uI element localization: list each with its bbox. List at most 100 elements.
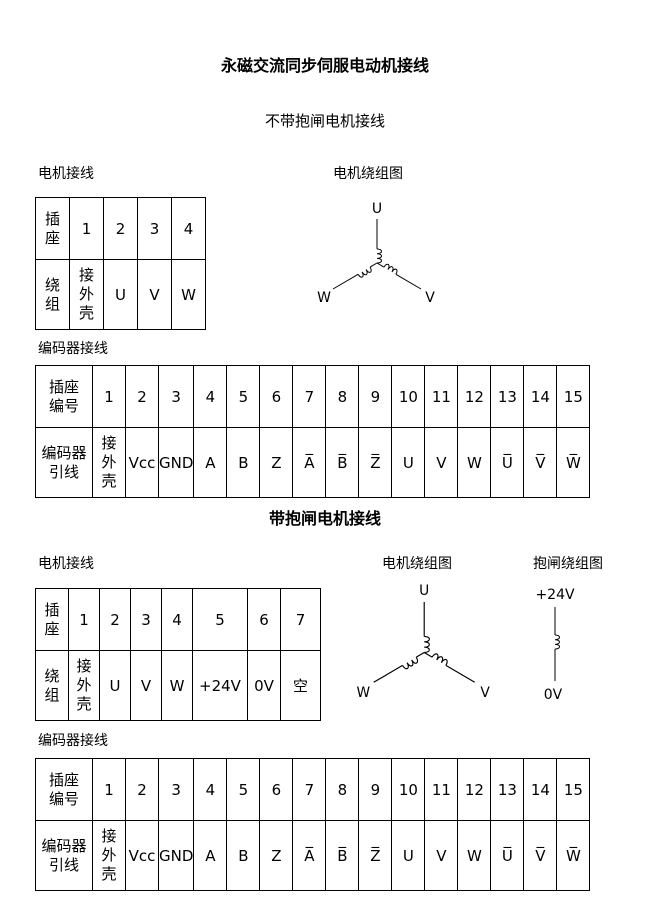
- encoder-pin-cell: 7: [292, 365, 327, 428]
- encoder-lead-cell: W̅: [556, 820, 591, 891]
- encoder-lead-cell: U: [391, 427, 426, 498]
- encoder-lead-cell: Z̅: [358, 820, 393, 891]
- encoder-lead-cell: W: [457, 820, 492, 891]
- encoder-wiring-table-2: 插座编号 1 2 3 4 5 6 7 8 9 10 11 12 13 14 15…: [35, 758, 591, 891]
- encoder-lead-cell: W: [457, 427, 492, 498]
- encoder-lead-row-header: 编码器引线: [35, 427, 93, 498]
- encoder-lead-cell: Vcc: [125, 427, 159, 498]
- encoder-lead-cell: GND: [157, 820, 195, 891]
- motor-wiring-label-1: 电机接线: [38, 166, 94, 182]
- winding-cell: 接外壳: [69, 259, 104, 330]
- encoder-pin-cell: 1: [92, 365, 126, 428]
- encoder-pin-cell: 2: [125, 758, 159, 821]
- encoder-pin-cell: 9: [358, 758, 393, 821]
- encoder-lead-cell: U̅: [490, 820, 525, 891]
- encoder-pin-cell: 8: [325, 758, 360, 821]
- encoder-pin-cell: 6: [259, 365, 294, 428]
- encoder-pin-cell: 14: [523, 758, 558, 821]
- section-no-brake-heading: 不带抱闸电机接线: [264, 112, 385, 130]
- encoder-lead-cell: V̅: [523, 427, 558, 498]
- motor-winding-diagram-2: U W V: [357, 583, 491, 701]
- encoder-pin-cell: 10: [391, 758, 426, 821]
- encoder-lead-cell: B: [226, 427, 261, 498]
- encoder-pin-cell: 8: [325, 365, 360, 428]
- encoder-pin-cell: 5: [226, 758, 261, 821]
- encoder-lead-cell: B: [226, 820, 261, 891]
- encoder-pin-cell: 15: [556, 365, 591, 428]
- encoder-pin-cell: 5: [226, 365, 261, 428]
- encoder-lead-cell: A̅: [292, 427, 327, 498]
- phase-w-label: W: [317, 290, 331, 306]
- encoder-lead-cell: A̅: [292, 820, 327, 891]
- encoder-lead-cell: Vcc: [125, 820, 159, 891]
- encoder-lead-cell: A: [193, 427, 228, 498]
- winding-diagram-lines: [332, 219, 422, 290]
- winding-cell: V: [137, 259, 172, 330]
- encoder-pin-cell: 12: [457, 758, 492, 821]
- encoder-wiring-table-1: 插座编号 1 2 3 4 5 6 7 8 9 10 11 12 13 14 15…: [35, 365, 591, 498]
- socket-number-cell: 2: [99, 588, 131, 651]
- encoder-lead-cell: U: [391, 820, 426, 891]
- encoder-pin-cell: 6: [259, 758, 294, 821]
- brake-diagram-lines: [554, 607, 560, 681]
- encoder-pin-cell: 13: [490, 758, 525, 821]
- encoder-pin-cell: 14: [523, 365, 558, 428]
- encoder-wiring-label-2: 编码器接线: [38, 733, 108, 749]
- encoder-pin-cell: 3: [157, 365, 195, 428]
- encoder-lead-cell: 接外壳: [92, 427, 126, 498]
- winding-cell: V: [130, 650, 162, 721]
- page-title: 永磁交流同步伺服电动机接线: [220, 56, 429, 75]
- encoder-lead-cell: Z̅: [358, 427, 393, 498]
- phase-v-label: V: [480, 685, 490, 701]
- winding-diagram-lines: [373, 601, 475, 683]
- encoder-lead-cell: Z: [259, 820, 294, 891]
- encoder-lead-cell: B̅: [325, 820, 360, 891]
- phase-u-label: U: [419, 583, 429, 599]
- socket-number-cell: 2: [103, 197, 138, 260]
- brake-winding-diagram: +24V 0V: [535, 587, 575, 703]
- brake-0v-label: 0V: [544, 687, 563, 703]
- winding-cell: 接外壳: [68, 650, 100, 721]
- winding-diagram-label-2: 电机绕组图: [382, 556, 452, 572]
- encoder-lead-cell: A: [193, 820, 228, 891]
- winding-cell: U: [103, 259, 138, 330]
- encoder-pin-cell: 1: [92, 758, 126, 821]
- encoder-pin-cell: 11: [424, 365, 459, 428]
- encoder-pin-cell: 4: [193, 365, 228, 428]
- encoder-lead-row-header: 编码器引线: [35, 820, 93, 891]
- socket-number-cell: 4: [171, 197, 206, 260]
- socket-number-cell: 6: [247, 588, 281, 651]
- encoder-pin-cell: 12: [457, 365, 492, 428]
- brake-diagram-label: 抱闸绕组图: [533, 556, 603, 572]
- encoder-wiring-label-1: 编码器接线: [38, 341, 108, 357]
- socket-number-cell: 4: [161, 588, 193, 651]
- encoder-pin-cell: 7: [292, 758, 327, 821]
- phase-u-label: U: [372, 201, 382, 217]
- encoder-pin-cell: 15: [556, 758, 591, 821]
- socket-number-cell: 3: [130, 588, 162, 651]
- winding-cell: W: [161, 650, 193, 721]
- encoder-lead-cell: GND: [157, 427, 195, 498]
- winding-cell: W: [171, 259, 206, 330]
- phase-w-label: W: [357, 685, 371, 701]
- encoder-socket-row-header: 插座编号: [35, 365, 93, 428]
- motor-wiring-label-2: 电机接线: [38, 556, 94, 572]
- encoder-pin-cell: 11: [424, 758, 459, 821]
- winding-row-header: 绕组: [35, 650, 69, 721]
- winding-row-header: 绕组: [35, 259, 70, 330]
- encoder-lead-cell: Z: [259, 427, 294, 498]
- encoder-pin-cell: 4: [193, 758, 228, 821]
- encoder-pin-cell: 3: [157, 758, 195, 821]
- brake-plus24v-label: +24V: [535, 587, 575, 603]
- motor-wiring-table-1: 插座 1 2 3 4 绕组 接外壳 U V W: [35, 197, 206, 330]
- motor-winding-diagram-1: U W V: [317, 201, 435, 306]
- encoder-pin-cell: 2: [125, 365, 159, 428]
- socket-number-cell: 1: [69, 197, 104, 260]
- encoder-lead-cell: V̅: [523, 820, 558, 891]
- socket-number-cell: 1: [68, 588, 100, 651]
- socket-row-header: 插座: [35, 197, 70, 260]
- winding-cell: U: [99, 650, 131, 721]
- socket-row-header: 插座: [35, 588, 69, 651]
- encoder-lead-cell: U̅: [490, 427, 525, 498]
